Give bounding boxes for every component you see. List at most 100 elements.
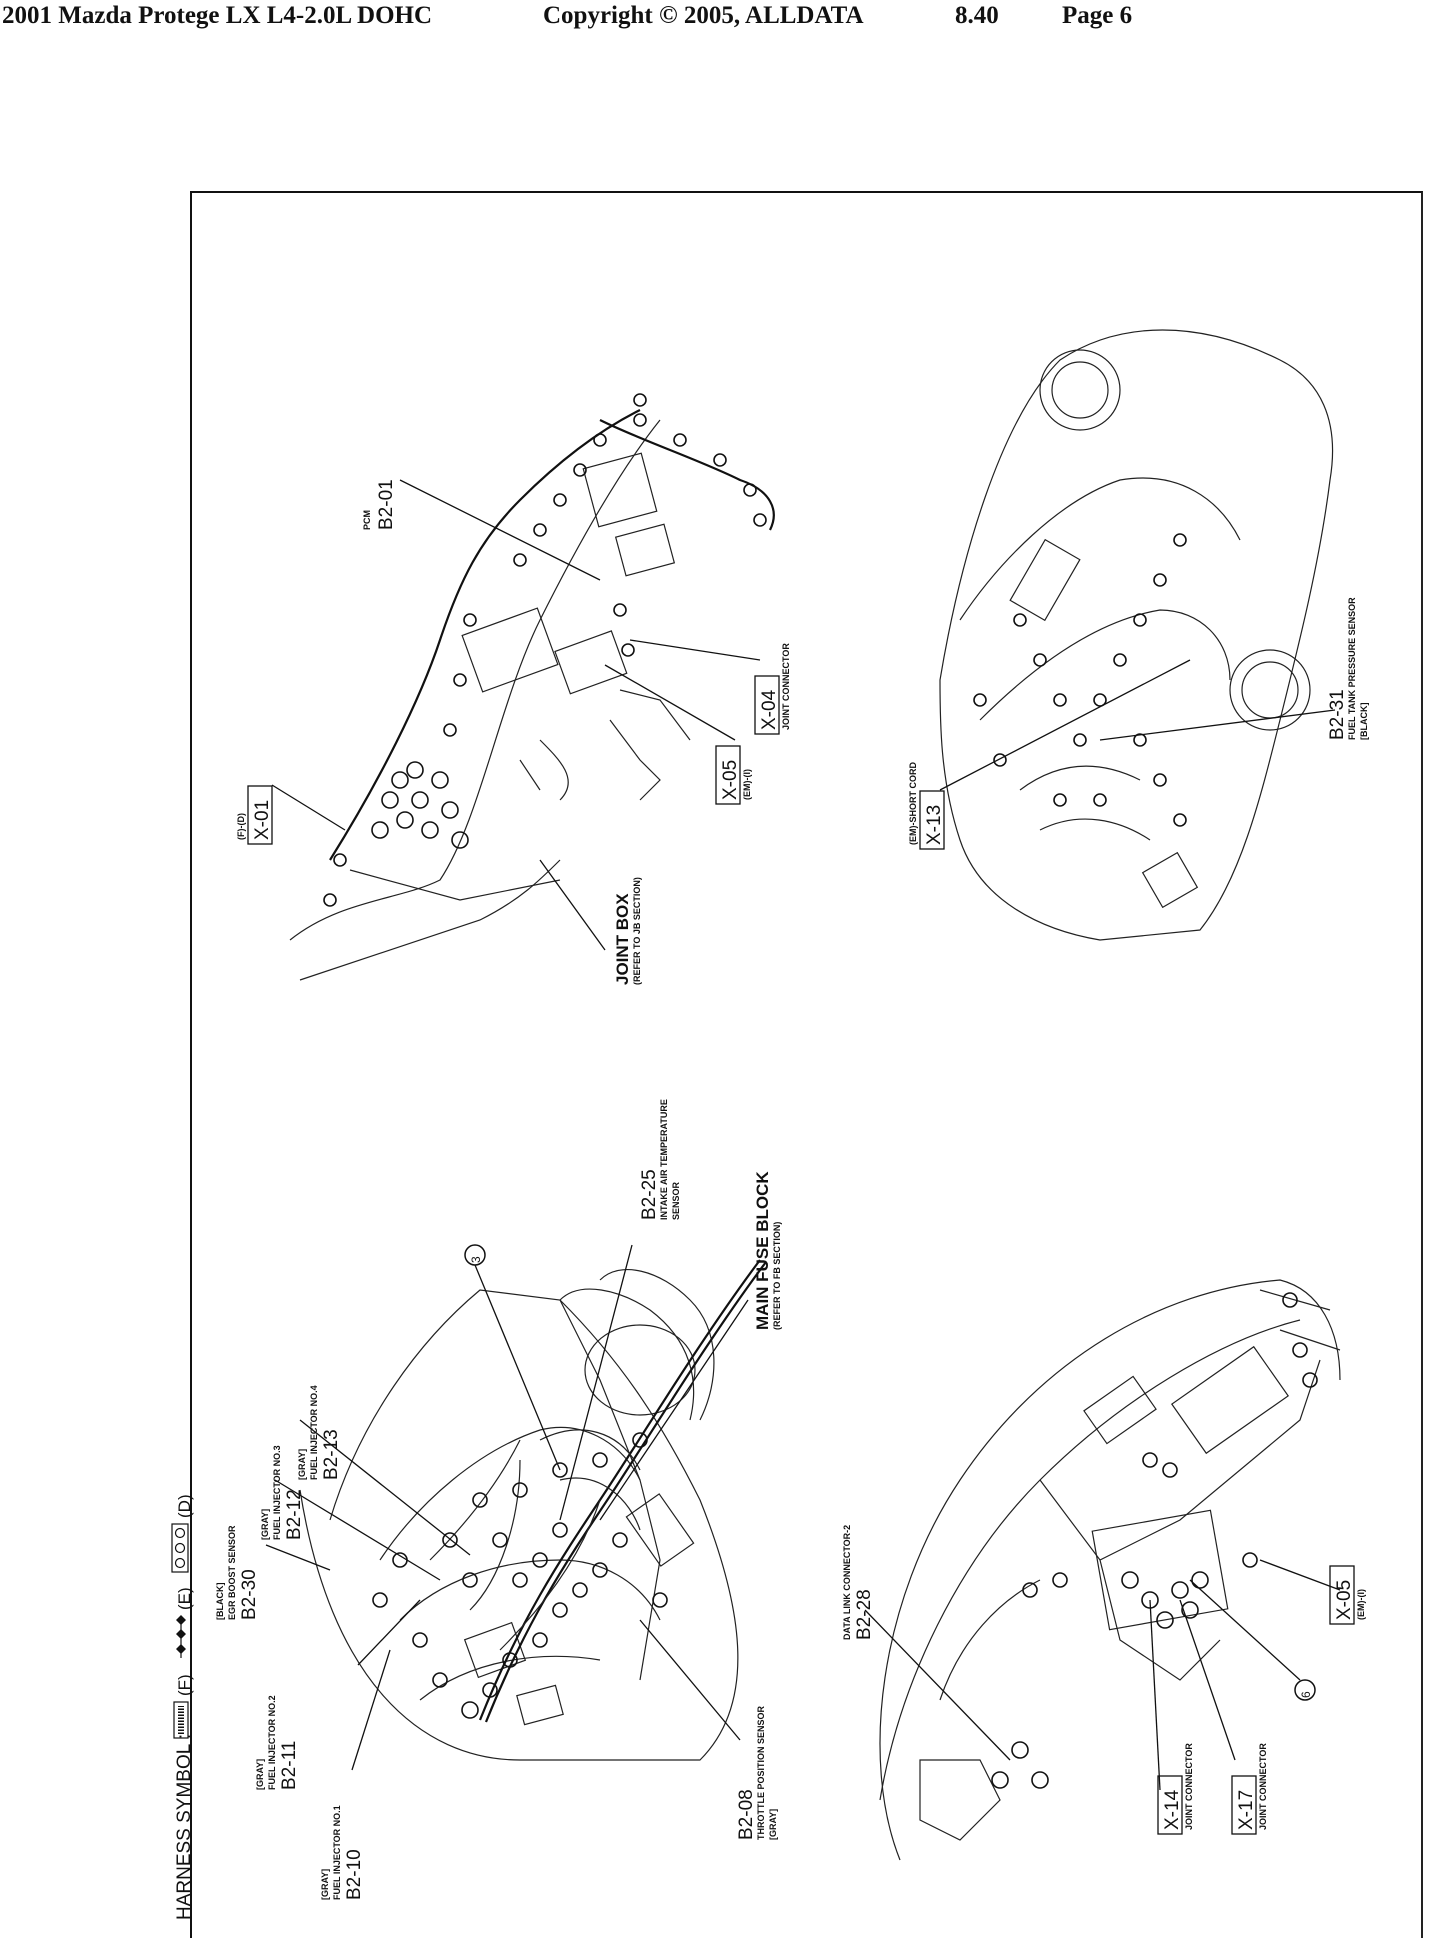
x-17-code: X-17 bbox=[1236, 1790, 1257, 1830]
joint-box-title: JOINT BOX bbox=[613, 893, 632, 985]
ip-harness-run bbox=[329, 409, 641, 861]
callout-6-text: 6 bbox=[1299, 1691, 1313, 1698]
b2-12-code: B2-12 bbox=[284, 1489, 305, 1540]
callout-3-marker bbox=[464, 1244, 486, 1266]
legend-f-symbol bbox=[173, 1701, 189, 1739]
joint-box-ref: (REFER TO JB SECTION) bbox=[632, 877, 642, 985]
x-05-ip-box bbox=[715, 745, 741, 805]
x-05-dash-desc: (EM)-(I) bbox=[1356, 1589, 1366, 1620]
b2-08-color: [GRAY] bbox=[768, 1809, 778, 1840]
x-14-desc: JOINT CONNECTOR bbox=[1184, 1743, 1194, 1830]
rear-body-illustration bbox=[939, 329, 1334, 941]
main-harness-run bbox=[478, 1259, 761, 1721]
label-b2-25: B2-25 INTAKE AIR TEMPERATURE SENSOR bbox=[639, 1099, 681, 1220]
copyright-notice: Copyright © 2005, ALLDATA bbox=[543, 2, 864, 29]
x-17-desc: JOINT CONNECTOR bbox=[1258, 1743, 1268, 1830]
label-x-14: X-14 JOINT CONNECTOR bbox=[1157, 1743, 1194, 1835]
b2-10-code: B2-10 bbox=[344, 1849, 365, 1900]
rear-wheel-right bbox=[1229, 649, 1311, 731]
version-number: 8.40 bbox=[955, 2, 999, 29]
x-14-box bbox=[1157, 1775, 1183, 1835]
pcm-desc: PCM bbox=[362, 510, 372, 530]
b2-12-color: [GRAY] bbox=[260, 1509, 270, 1540]
x-04-code: X-04 bbox=[759, 689, 780, 730]
instrument-panel-illustration bbox=[289, 393, 775, 981]
x-05-dash-code: X-05 bbox=[1334, 1580, 1355, 1620]
label-b2-10: [GRAY] FUEL INJECTOR NO.1 B2-10 bbox=[320, 1805, 365, 1900]
callout-3: 3 bbox=[469, 1256, 483, 1263]
legend-e-symbol bbox=[176, 1615, 186, 1658]
b2-11-code: B2-11 bbox=[279, 1741, 300, 1790]
label-x-13: (EM)-SHORT CORD X-13 bbox=[908, 762, 945, 850]
dashboard-illustration bbox=[879, 1279, 1341, 1861]
label-main-fuse-block: MAIN FUSE BLOCK (REFER TO FB SECTION) bbox=[753, 1171, 782, 1330]
b2-10-color: [GRAY] bbox=[320, 1869, 330, 1900]
legend-e-label: (E) bbox=[175, 1587, 194, 1610]
joint-box-block bbox=[371, 761, 469, 849]
legend-d-label: (D) bbox=[175, 1494, 194, 1518]
engine-leader-lines bbox=[265, 1244, 749, 1771]
callout-6-marker bbox=[1294, 1679, 1316, 1701]
b2-25-desc-2: SENSOR bbox=[671, 1181, 681, 1220]
b2-12-desc: FUEL INJECTOR NO.3 bbox=[272, 1445, 282, 1540]
b2-11-color: [GRAY] bbox=[255, 1759, 265, 1790]
harness-symbol-legend: HARNESS SYMBOL : (F) (E) (D) bbox=[171, 1494, 195, 1920]
label-b2-31: B2-31 FUEL TANK PRESSURE SENSOR [BLACK] bbox=[1327, 597, 1369, 740]
pcm-box bbox=[461, 607, 559, 693]
b2-30-code: B2-30 bbox=[239, 1569, 260, 1620]
label-b2-11: [GRAY] FUEL INJECTOR NO.2 B2-11 bbox=[255, 1695, 300, 1790]
main-fuse-block-title: MAIN FUSE BLOCK bbox=[753, 1171, 772, 1330]
label-b2-30: [BLACK] EGR BOOST SENSOR B2-30 bbox=[215, 1525, 260, 1620]
rear-leader-lines bbox=[939, 659, 1336, 791]
legend-title: HARNESS SYMBOL : bbox=[174, 1734, 195, 1920]
page-number: Page 6 bbox=[1062, 2, 1133, 29]
pcm-code: B2-01 bbox=[376, 479, 397, 530]
x-14-code: X-14 bbox=[1162, 1789, 1183, 1830]
label-pcm: PCM B2-01 bbox=[362, 479, 397, 530]
b2-13-desc: FUEL INJECTOR NO.4 bbox=[309, 1385, 319, 1480]
legend-f-label: (F) bbox=[175, 1674, 194, 1696]
label-x-04: X-04 JOINT CONNECTOR bbox=[754, 643, 791, 735]
x-05-ip-code: X-05 bbox=[720, 760, 741, 800]
b2-30-color: [BLACK] bbox=[215, 1583, 225, 1621]
b2-31-desc: FUEL TANK PRESSURE SENSOR bbox=[1347, 597, 1357, 740]
console-panel bbox=[1091, 1509, 1229, 1631]
b2-11-desc: FUEL INJECTOR NO.2 bbox=[267, 1695, 277, 1790]
x-13-code: X-13 bbox=[924, 805, 945, 845]
callout-3-text: 3 bbox=[469, 1256, 483, 1263]
b2-13-code: B2-13 bbox=[321, 1429, 342, 1480]
x-01-code: X-01 bbox=[252, 800, 273, 840]
b2-31-code: B2-31 bbox=[1327, 689, 1348, 740]
b2-25-code: B2-25 bbox=[639, 1169, 660, 1220]
x-13-box bbox=[919, 790, 945, 850]
diagram-frame bbox=[190, 191, 1423, 1938]
x-17-box bbox=[1231, 1775, 1257, 1835]
label-b2-28: DATA LINK CONNECTOR-2 B2-28 bbox=[842, 1525, 875, 1640]
x-13-desc: (EM)-SHORT CORD bbox=[908, 762, 918, 845]
x-05-dash-box bbox=[1329, 1565, 1355, 1625]
label-x-17: X-17 JOINT CONNECTOR bbox=[1231, 1743, 1268, 1835]
b2-10-desc: FUEL INJECTOR NO.1 bbox=[332, 1805, 342, 1900]
rear-wheel-left bbox=[1039, 349, 1121, 431]
legend-d-symbol bbox=[171, 1523, 189, 1573]
main-fuse-block-ref: (REFER TO FB SECTION) bbox=[772, 1222, 782, 1330]
label-b2-12: [GRAY] FUEL INJECTOR NO.3 B2-12 bbox=[260, 1445, 305, 1540]
b2-25-desc-1: INTAKE AIR TEMPERATURE bbox=[659, 1099, 669, 1220]
label-b2-08: B2-08 THROTTLE POSITION SENSOR [GRAY] bbox=[736, 1705, 778, 1840]
x-01-desc: (F)-(D) bbox=[236, 813, 246, 840]
x-04-box bbox=[754, 675, 780, 735]
b2-28-desc: DATA LINK CONNECTOR-2 bbox=[842, 1525, 852, 1640]
b2-31-color: [BLACK] bbox=[1359, 703, 1369, 741]
callout-6: 6 bbox=[1299, 1691, 1313, 1698]
b2-08-desc: THROTTLE POSITION SENSOR bbox=[756, 1705, 766, 1840]
b2-30-desc: EGR BOOST SENSOR bbox=[227, 1525, 237, 1620]
b2-13-color: [GRAY] bbox=[297, 1449, 307, 1480]
dashboard-leader-lines bbox=[864, 1559, 1341, 1791]
label-x-01: (F)-(D) X-01 bbox=[236, 785, 273, 845]
instrument-leader-lines bbox=[271, 479, 761, 951]
vehicle-title: 2001 Mazda Protege LX L4-2.0L DOHC bbox=[2, 2, 433, 29]
engine-compartment-illustration bbox=[299, 1244, 767, 1761]
label-x-05-ip: X-05 (EM)-(I) bbox=[715, 745, 752, 805]
label-b2-13: [GRAY] FUEL INJECTOR NO.4 B2-13 bbox=[297, 1385, 342, 1480]
